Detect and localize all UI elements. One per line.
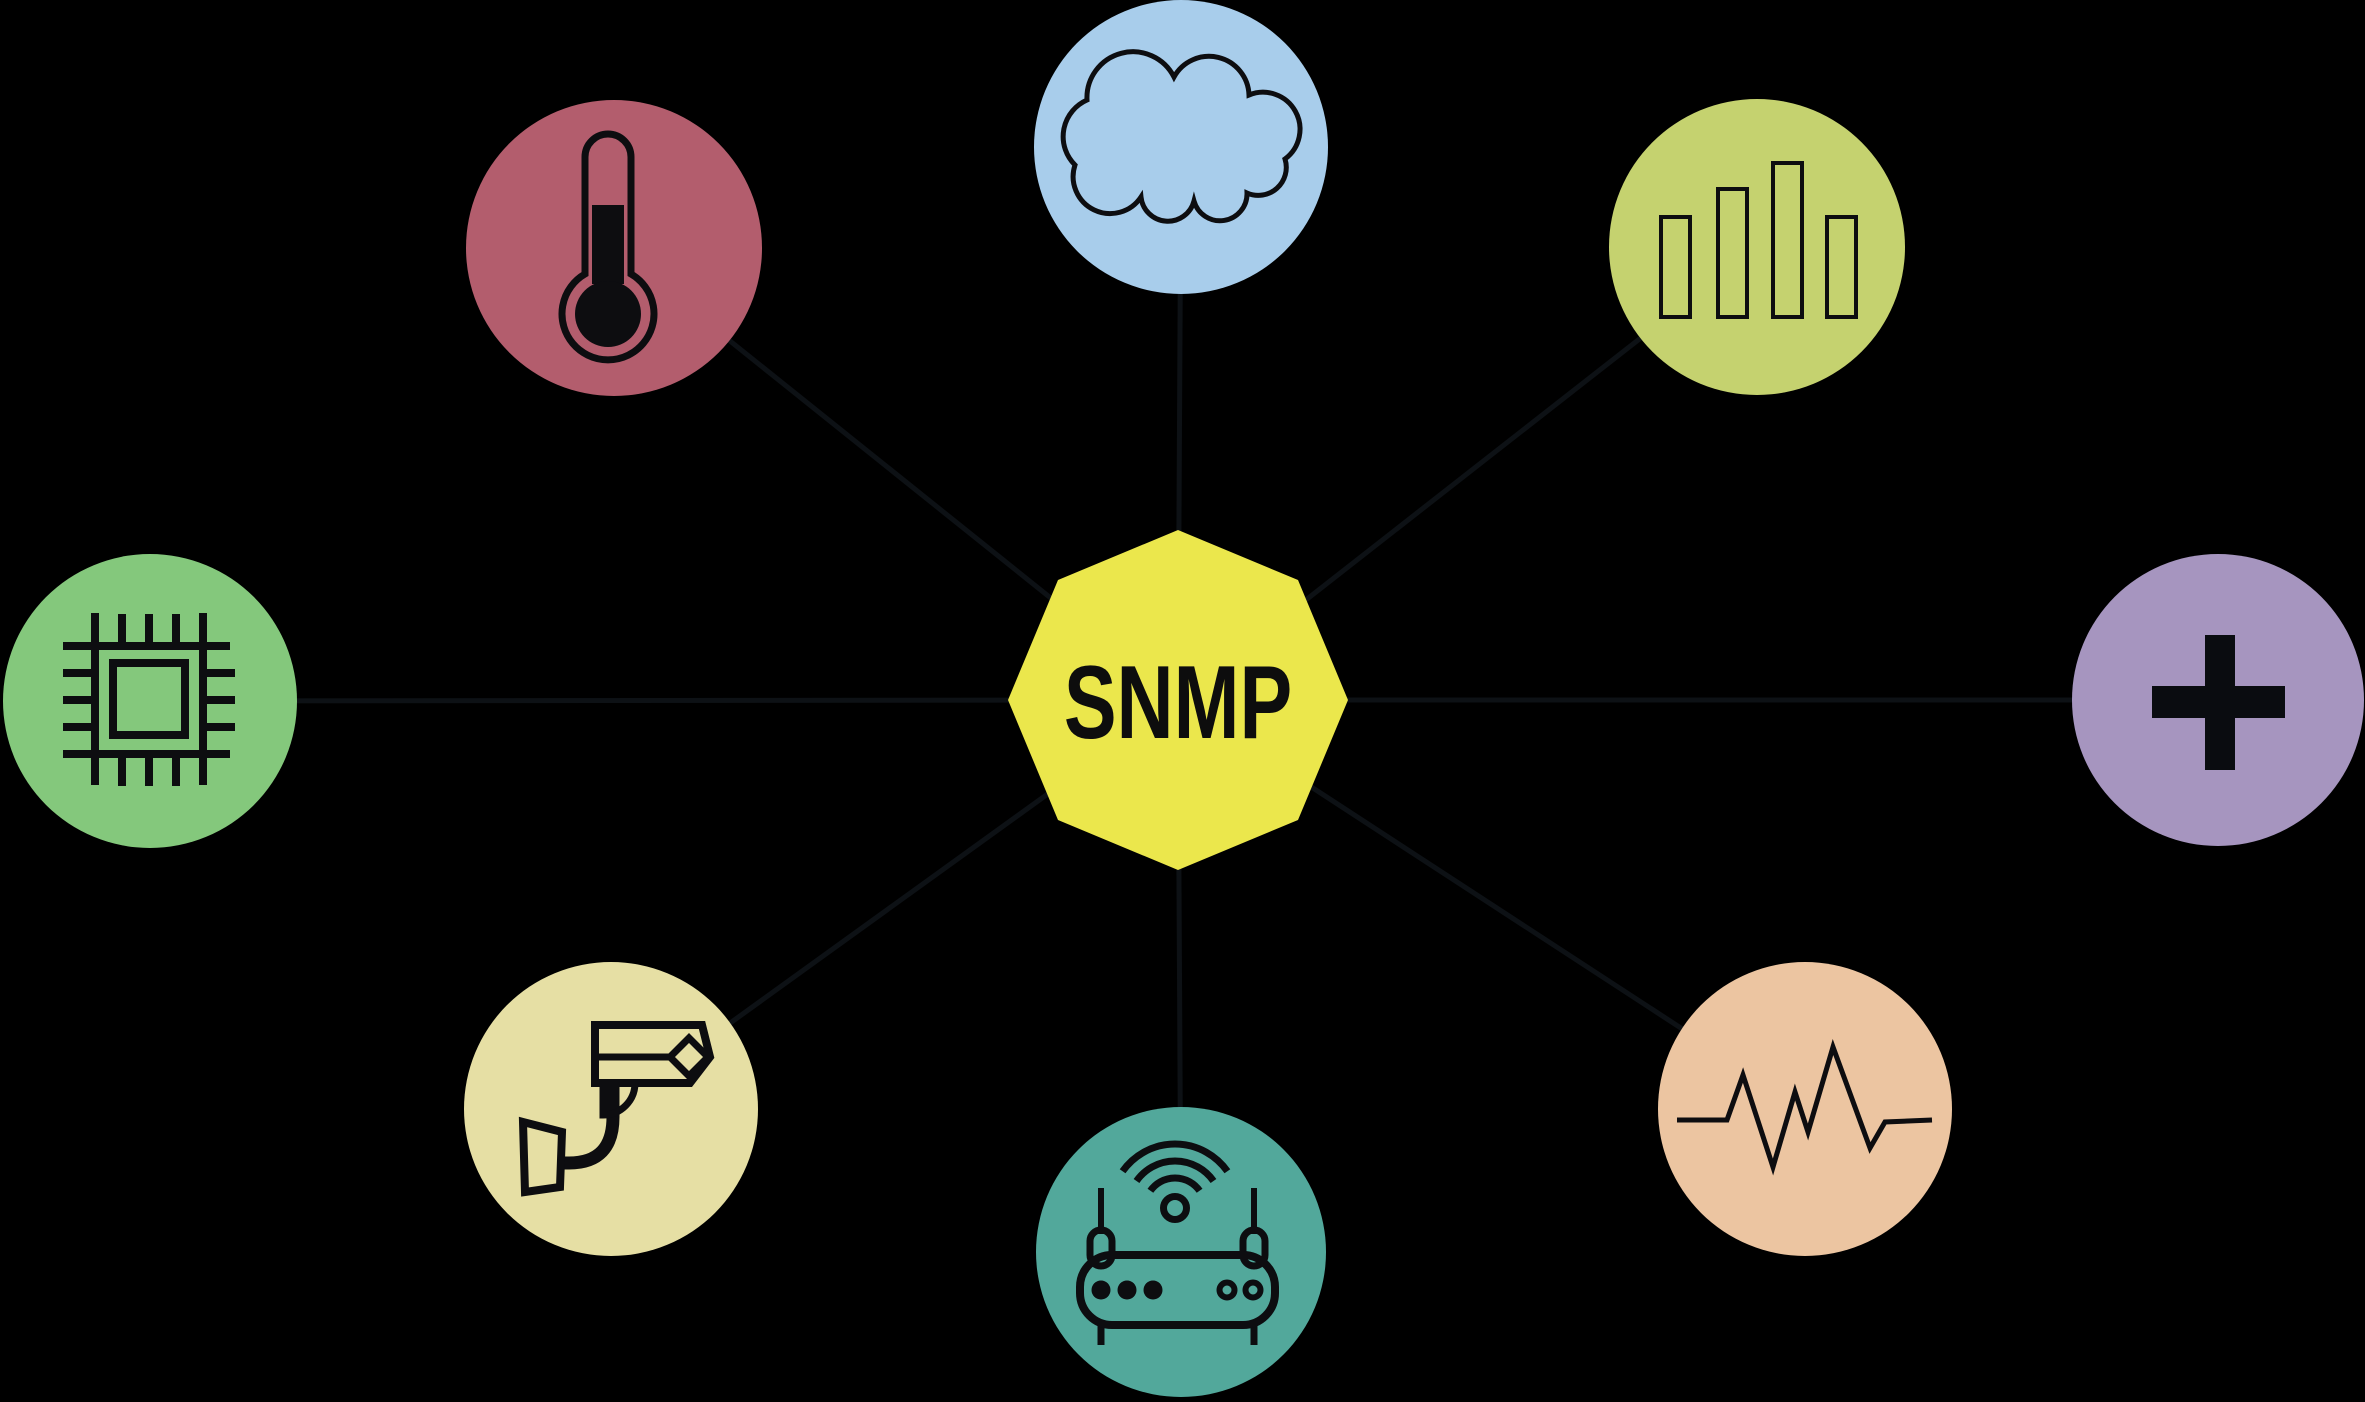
- node-router: [1036, 1107, 1326, 1397]
- node-temperature: [466, 100, 762, 396]
- router-led-3: [1143, 1280, 1163, 1300]
- thermometer-bulb: [575, 281, 641, 347]
- hub-node: SNMP: [1008, 530, 1348, 870]
- security-camera-icon: [518, 1021, 715, 1197]
- thermometer-icon: [558, 130, 658, 364]
- cpu-chip-icon: [63, 613, 235, 786]
- thermometer-tube: [558, 130, 658, 364]
- cloud-icon: [1060, 49, 1303, 224]
- cloud-node-circle: [1034, 0, 1328, 294]
- node-pulse: [1658, 962, 1952, 1256]
- bar-4: [1825, 215, 1858, 319]
- hub-octagon: [1008, 530, 1348, 870]
- hub-label: SNMP: [1064, 643, 1292, 760]
- pulse-node-circle: [1658, 962, 1952, 1256]
- router-led-2: [1117, 1280, 1137, 1300]
- router-antenna-base-right: [1239, 1226, 1269, 1270]
- bar-chart-icon: [1659, 161, 1858, 319]
- router-port-1: [1216, 1279, 1238, 1301]
- thermometer-mercury-column: [592, 205, 624, 284]
- camera-lens: [665, 1033, 713, 1081]
- plus-icon: [2152, 635, 2285, 770]
- node-cloud: [1034, 0, 1328, 294]
- wifi-signal-dot: [1160, 1193, 1190, 1223]
- node-add: [2072, 554, 2364, 846]
- wifi-signal-arcs: [1119, 1140, 1231, 1193]
- node-cpu: [3, 554, 297, 848]
- bar-3: [1771, 161, 1804, 319]
- bar-1: [1659, 215, 1692, 319]
- router-antenna-rods: [1098, 1188, 1257, 1234]
- camera-bracket: [599, 1079, 639, 1119]
- node-camera: [464, 962, 758, 1256]
- node-chart: [1609, 99, 1905, 395]
- bar-2: [1716, 187, 1749, 319]
- connector-line-cpu: [149, 697, 1179, 704]
- router-led-1: [1091, 1280, 1111, 1300]
- cpu-node-circle: [3, 554, 297, 848]
- camera-arm: [561, 1085, 620, 1170]
- cloud-shape: [1060, 49, 1303, 224]
- wifi-router-icon: [1076, 1140, 1279, 1345]
- cpu-core: [109, 659, 189, 739]
- camera-wall-mount: [518, 1116, 567, 1197]
- camera-body: [591, 1021, 715, 1087]
- chart-node-circle: [1609, 99, 1905, 395]
- pulse-waveform-icon: [1677, 1039, 1933, 1176]
- pulse-waveform-line: [1677, 1039, 1933, 1176]
- router-antenna-base-left: [1086, 1226, 1116, 1270]
- cpu-pins: [63, 614, 235, 786]
- router-feet: [1097, 1324, 1258, 1345]
- plus-shape: [2152, 635, 2285, 770]
- router-body: [1076, 1251, 1279, 1329]
- router-port-2: [1242, 1279, 1264, 1301]
